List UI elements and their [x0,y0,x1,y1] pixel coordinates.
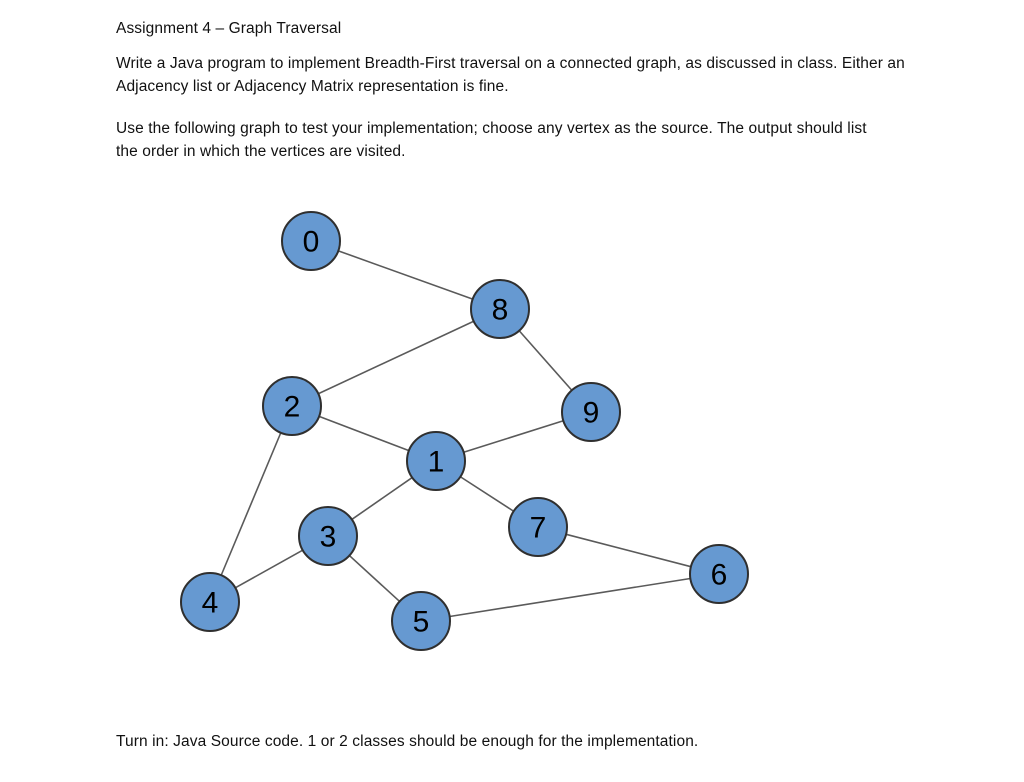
assignment-instructions-paragraph: Write a Java program to implement Breadt… [116,55,905,95]
graph-instructions-paragraph: Use the following graph to test your imp… [116,120,867,160]
graph-node-1[interactable]: 1 [406,431,466,491]
graph-edge-1-7 [459,476,515,512]
graph-node-circle-7 [508,497,568,557]
graph-node-circle-2 [262,376,322,436]
graph-node-8[interactable]: 8 [470,279,530,339]
graph-node-7[interactable]: 7 [508,497,568,557]
graph-node-3[interactable]: 3 [298,506,358,566]
graph-edge-7-6 [565,533,692,568]
graph-node-label-8: 8 [492,294,509,327]
graph-node-label-6: 6 [711,559,728,592]
graph-node-label-1: 1 [428,446,445,479]
graph-edge-0-8 [338,250,473,300]
graph-node-4[interactable]: 4 [180,572,240,632]
graph-edge-9-1 [463,419,564,454]
graph-node-label-7: 7 [530,512,547,545]
graph-edges [220,250,692,618]
graph-edge-2-1 [318,415,410,452]
turn-in-note: Turn in: Java Source code. 1 or 2 classe… [116,733,699,750]
graph-node-label-3: 3 [320,521,337,554]
graph-node-label-0: 0 [303,226,320,259]
graph-edge-3-5 [348,554,401,603]
graph-nodes: 0 8 2 9 1 7 3 6 4 5 [180,211,749,651]
graph-edge-1-3 [351,476,413,521]
graph-edge-3-4 [234,549,304,589]
graph-node-circle-1 [406,431,466,491]
graph-node-0[interactable]: 0 [281,211,341,271]
graph-node-circle-9 [561,382,621,442]
graph-node-6[interactable]: 6 [689,544,749,604]
graph-node-circle-0 [281,211,341,271]
graph-node-circle-8 [470,279,530,339]
graph-node-circle-3 [298,506,358,566]
graph-edge-5-6 [449,577,691,618]
graph-edge-8-9 [518,330,573,391]
graph-node-9[interactable]: 9 [561,382,621,442]
graph-edge-8-2 [317,320,475,395]
graph-node-circle-6 [689,544,749,604]
graph-edge-2-4 [220,432,282,576]
graph-node-circle-5 [391,591,451,651]
graph-node-5[interactable]: 5 [391,591,451,651]
graph-node-label-9: 9 [583,397,600,430]
graph-node-label-2: 2 [284,391,301,424]
graph-node-label-4: 4 [202,587,219,620]
graph-node-2[interactable]: 2 [262,376,322,436]
graph-node-circle-4 [180,572,240,632]
graph-node-label-5: 5 [413,606,430,639]
page-title: Assignment 4 – Graph Traversal [116,20,342,37]
